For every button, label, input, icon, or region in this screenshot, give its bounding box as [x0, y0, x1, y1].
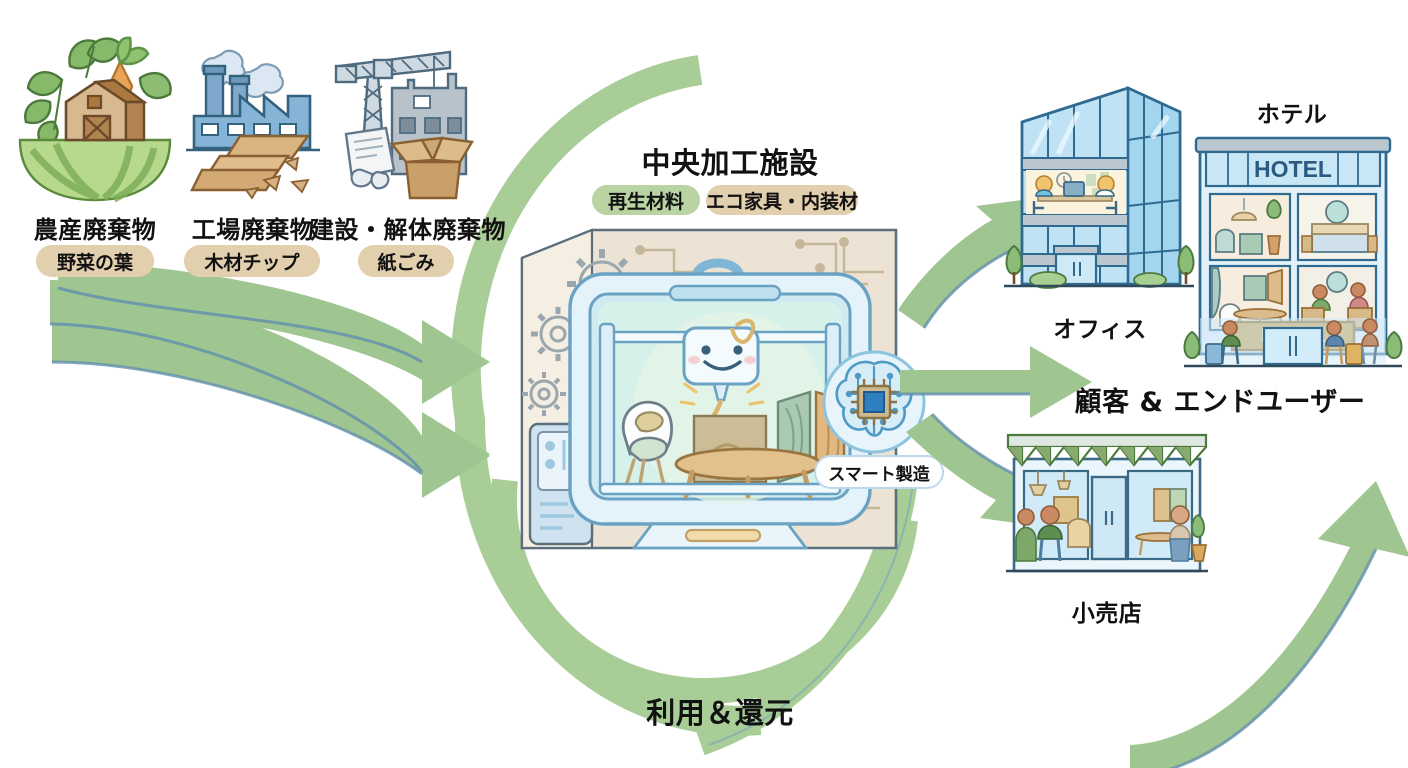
input-label-1: 工場廃棄物 — [191, 216, 315, 244]
factory-icon — [186, 49, 320, 200]
print-head-face-icon — [682, 326, 760, 386]
output-label-retail: 小売店 — [1071, 601, 1143, 627]
input-arrows — [49, 262, 490, 498]
output-arrow-office — [898, 196, 1052, 328]
center-pill-0: 再生材料 — [592, 185, 700, 215]
input-pill-2: 紙ごみ — [358, 245, 454, 277]
input-label-0: 農産廃棄物 — [33, 216, 157, 244]
output-label-hotel: ホテル — [1256, 102, 1328, 128]
outer-loop-left — [450, 55, 762, 736]
hotel-building-icon: HOTEL — [1183, 136, 1403, 368]
ai-brain-chip-icon — [822, 350, 926, 454]
return-arrow-edge — [1168, 548, 1378, 768]
return-arrow-body — [1130, 481, 1408, 768]
hotel-roof-sign: HOTEL — [1254, 156, 1332, 182]
smart-manufacturing-badge: スマート製造 — [814, 455, 944, 489]
page-title: 中央加工施設 — [641, 146, 819, 180]
input-label-2: 建設・解体廃棄物 — [310, 216, 506, 244]
loop-right-lower-edge — [708, 472, 915, 746]
input-pill-1: 木材チップ — [184, 245, 320, 277]
construction-icon — [334, 50, 474, 200]
bottom-flow-label: 利用＆還元 — [646, 696, 794, 730]
input-arrow-2 — [52, 318, 490, 498]
center-pill-1: エコ家具・内装材 — [706, 185, 858, 215]
input-arrow-3 — [50, 280, 490, 496]
retail-shop-icon — [1006, 433, 1208, 573]
central-processing-facility-icon — [520, 228, 898, 550]
output-arrow-customers — [900, 346, 1092, 418]
output-label-customers: 顧客 & エンドユーザー — [1074, 387, 1366, 418]
input-arrow-1-edge — [57, 286, 423, 364]
office-building-icon — [1004, 85, 1195, 289]
input-pill-0: 野菜の葉 — [36, 245, 154, 277]
input-arrow-3-edge — [49, 322, 424, 473]
return-arrow — [1130, 481, 1408, 768]
farm-icon — [18, 36, 172, 203]
output-label-office: オフィス — [1053, 317, 1147, 343]
input-arrow-2-edge — [51, 360, 423, 476]
